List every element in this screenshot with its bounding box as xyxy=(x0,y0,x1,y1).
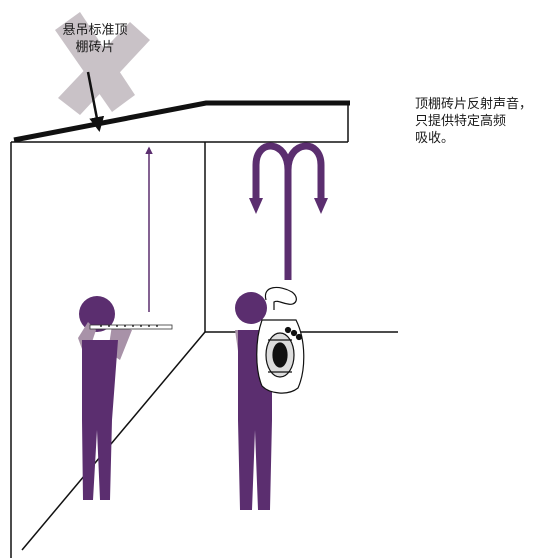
tuba-player-icon xyxy=(235,286,305,510)
reflection-arrow xyxy=(252,142,325,280)
room-outline xyxy=(10,104,398,558)
reflective-tile-label-line-3: 吸收。 xyxy=(415,131,455,146)
standard-tile-label: 悬吊标准顶 棚砖片 xyxy=(40,22,150,56)
reflective-tile-label-line-2: 只提供特定高频 xyxy=(415,114,507,129)
standard-tile-label-line-2: 棚砖片 xyxy=(75,40,115,55)
x-mark-icon xyxy=(55,12,150,115)
standard-tile-label-line-1: 悬吊标准顶 xyxy=(62,23,128,38)
ceiling-tile xyxy=(13,100,350,143)
reflection-arrowheads xyxy=(249,198,328,214)
reflective-tile-label: 顶棚砖片反射声音， 只提供特定高频 吸收。 xyxy=(415,96,545,147)
flute-player-icon xyxy=(78,296,173,500)
reflective-tile-label-line-1: 顶棚砖片反射声音， xyxy=(415,97,533,112)
pointer-arrow xyxy=(86,71,105,132)
